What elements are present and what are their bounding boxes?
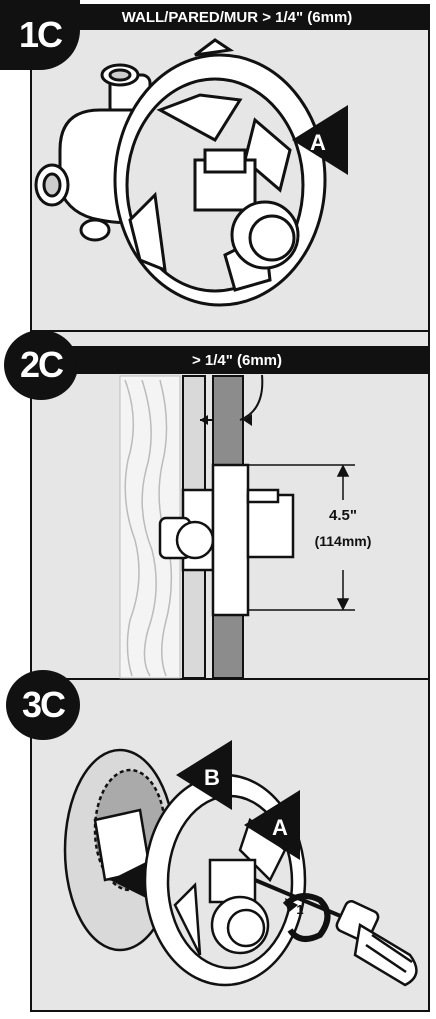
screwdriver bbox=[254, 878, 418, 987]
thickness-indicator bbox=[200, 374, 264, 426]
dimension-metric: (114mm) bbox=[315, 533, 372, 549]
arrow-1-label: 1 bbox=[296, 902, 303, 917]
dimension-value: 4.5" bbox=[329, 507, 357, 524]
callout-b-label: B bbox=[204, 765, 220, 790]
step-1c-header: WALL/PARED/MUR > 1/4" (6mm) bbox=[44, 4, 430, 30]
valve-side-view bbox=[158, 463, 295, 617]
step-1c-illustration bbox=[34, 38, 327, 307]
callout-b-3c: B bbox=[176, 740, 232, 810]
step-1c-badge: 1C bbox=[0, 0, 80, 70]
step-2c-header: > 1/4" (6mm) bbox=[44, 346, 430, 374]
callout-a-label-3c: A bbox=[272, 815, 288, 840]
step-3c-illustration: 2 1 bbox=[63, 748, 418, 987]
callout-a-3c: A bbox=[244, 790, 300, 860]
dimension-line bbox=[248, 464, 355, 611]
callout-a-label: A bbox=[310, 130, 326, 155]
step-2c-badge: 2C bbox=[4, 330, 78, 400]
cartridge-3c bbox=[208, 858, 270, 955]
rotation-arrow-1: 1 bbox=[282, 893, 331, 942]
step-2c-illustration: 4.5" (114mm) bbox=[119, 374, 372, 679]
callout-a-1c: A bbox=[292, 105, 348, 175]
cartridge bbox=[193, 148, 300, 270]
step-3c-badge: 3C bbox=[6, 670, 80, 740]
